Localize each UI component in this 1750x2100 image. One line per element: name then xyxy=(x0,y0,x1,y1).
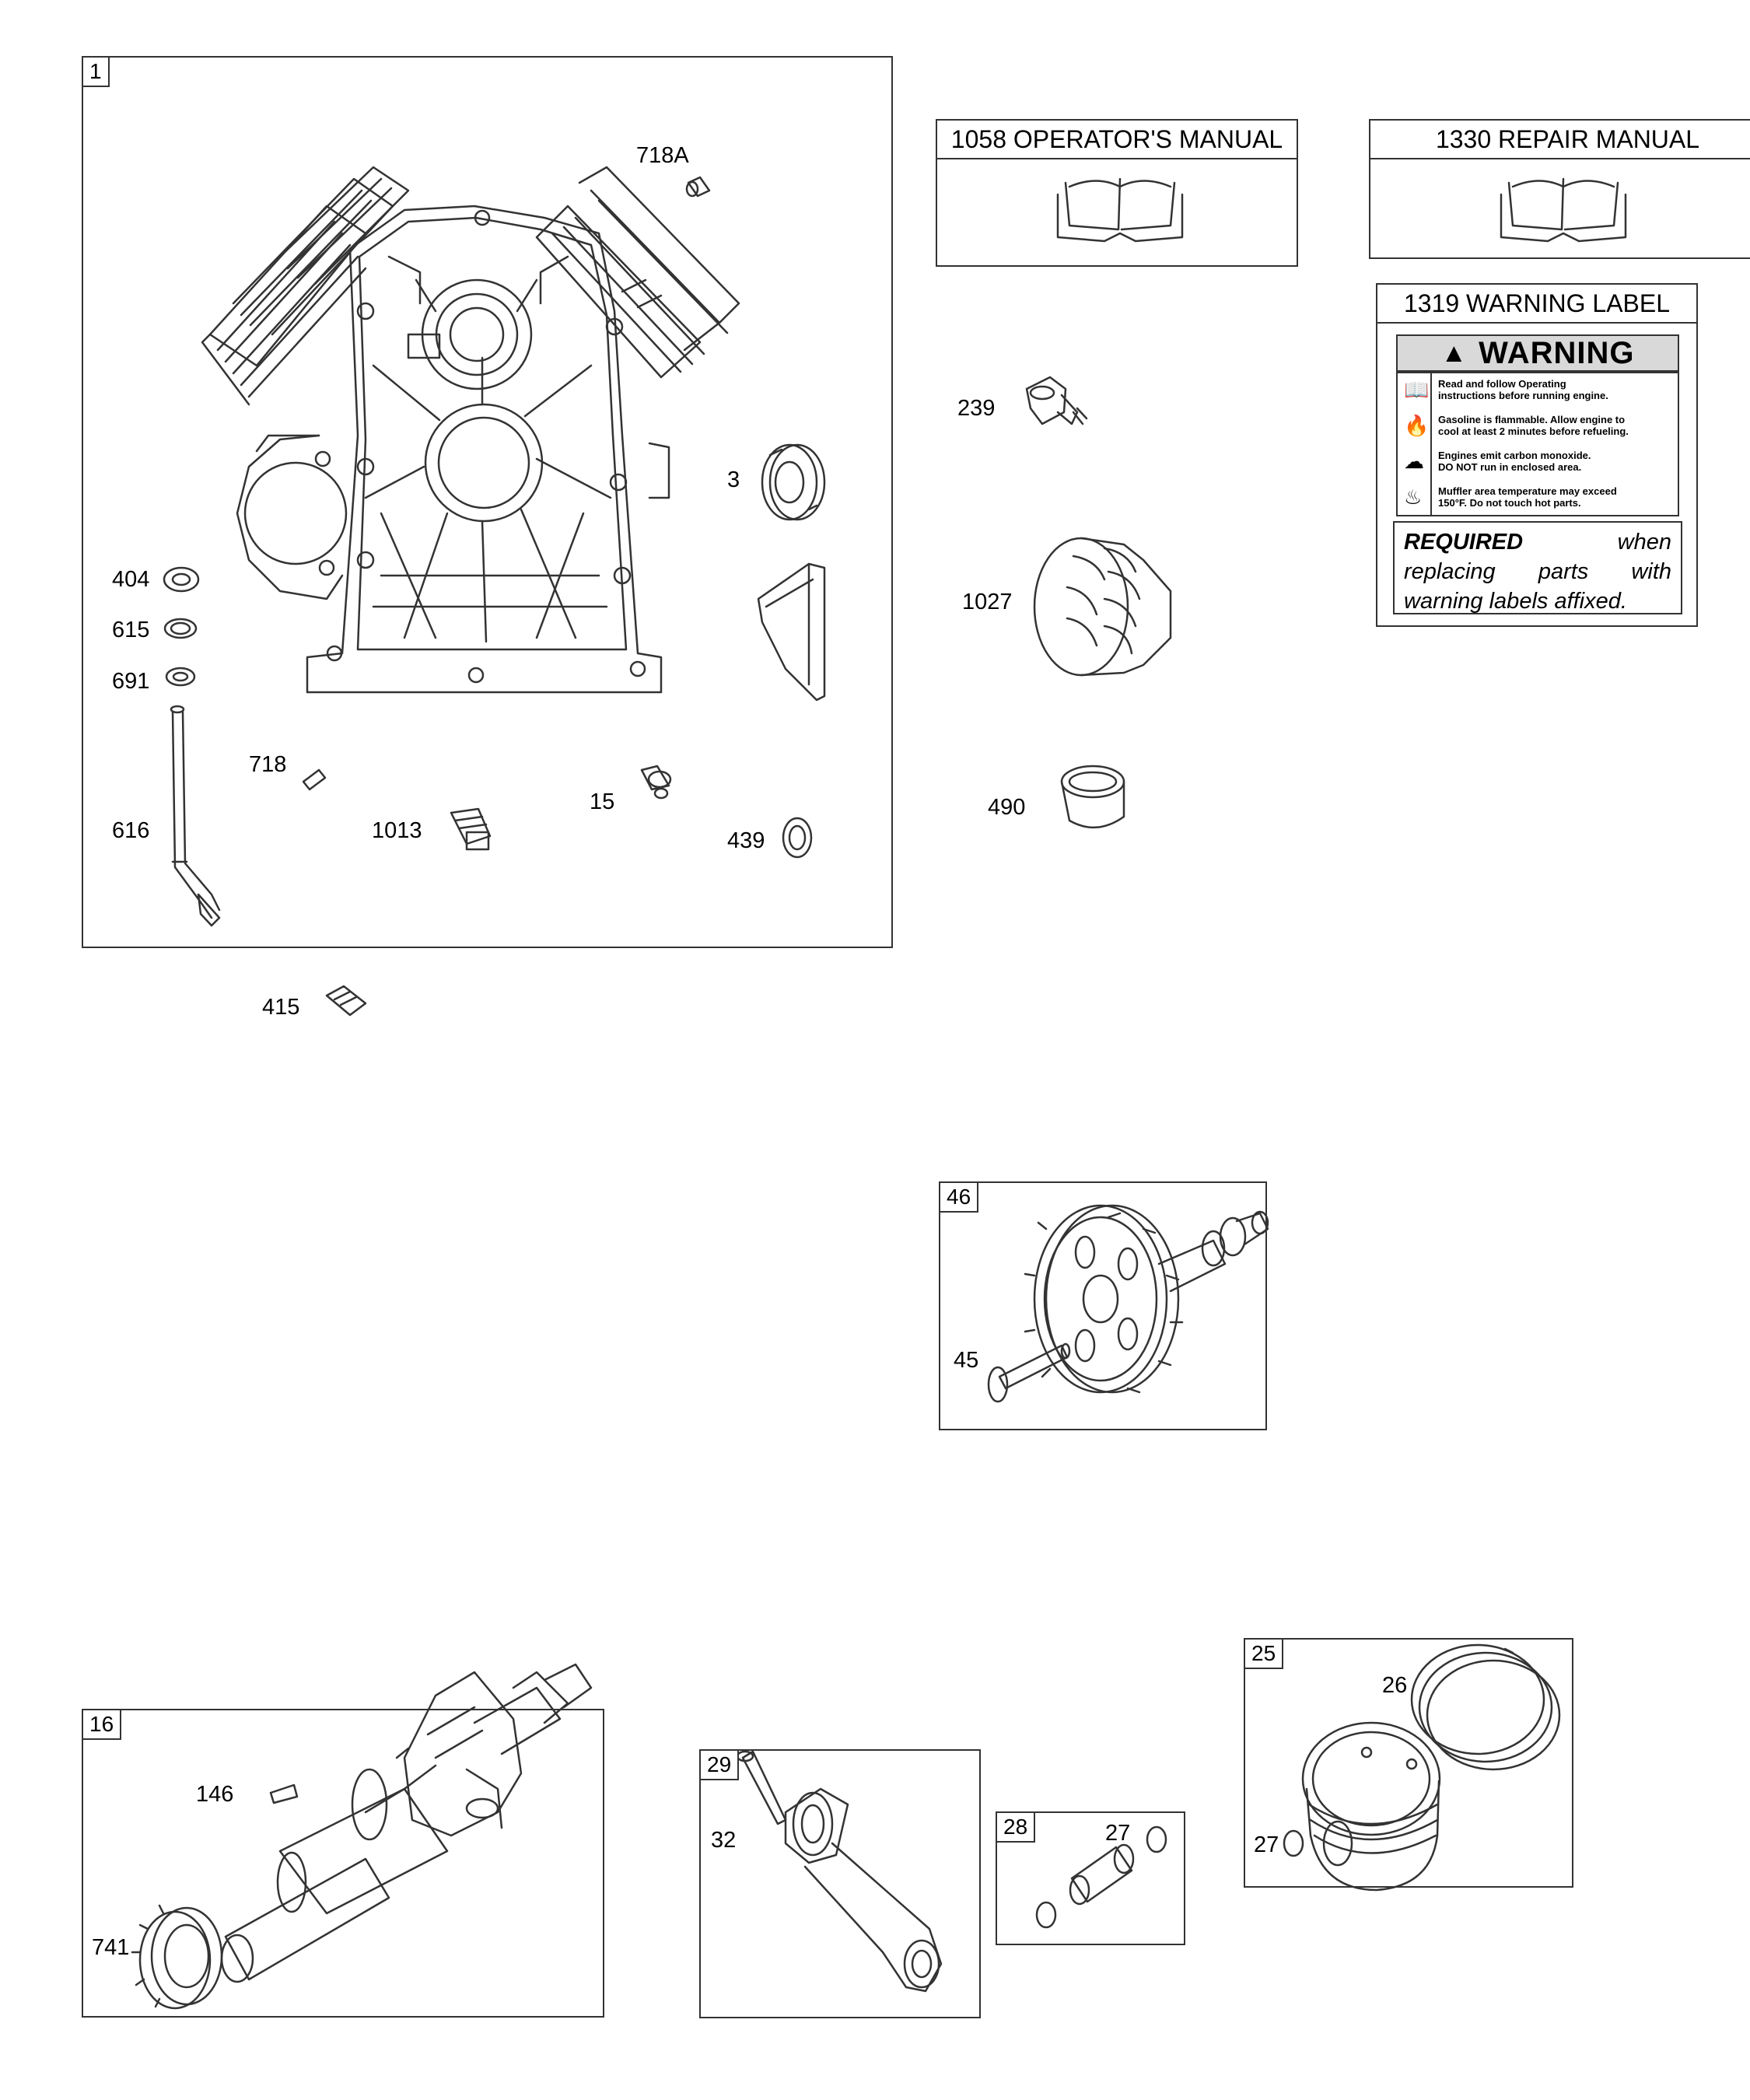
callout-1: 1 xyxy=(82,56,110,87)
part-label-490: 490 xyxy=(988,795,1026,820)
retaining-clip xyxy=(1035,1901,1057,1929)
part-label-615: 615 xyxy=(112,618,150,642)
crankshaft xyxy=(220,1663,593,1983)
connecting-rod-box: 29 xyxy=(699,1749,981,2018)
breather-fitting xyxy=(450,807,492,851)
piston-rings xyxy=(1410,1643,1561,1771)
operators-manual-box: 1058 OPERATOR'S MANUAL xyxy=(936,119,1298,267)
part-label-27-pin: 27 xyxy=(1105,1821,1131,1846)
dipstick-tube xyxy=(170,705,221,927)
warning-row-3: Engines emit carbon monoxide.DO NOT run … xyxy=(1438,450,1591,473)
callout-46: 46 xyxy=(939,1181,979,1213)
retaining-ring-615 xyxy=(163,618,198,639)
open-book-icon xyxy=(1500,177,1627,243)
manual-icon: 📖 xyxy=(1404,378,1430,401)
part-label-691: 691 xyxy=(112,669,150,694)
washer-404 xyxy=(163,566,200,593)
crankcase-outline xyxy=(306,205,663,694)
repair-manual-box: 1330 REPAIR MANUAL xyxy=(1369,119,1750,259)
piston-box: 25 xyxy=(1244,1638,1573,1888)
part-label-146: 146 xyxy=(196,1782,234,1807)
oil-seal xyxy=(761,443,826,521)
warning-banner: ▲ WARNING xyxy=(1396,334,1679,372)
part-label-26: 26 xyxy=(1382,1673,1408,1698)
part-label-32: 32 xyxy=(711,1828,737,1853)
warning-triangle-icon: ▲ xyxy=(1440,338,1468,368)
camshaft-gear xyxy=(1024,1204,1269,1394)
valve-tappet xyxy=(987,1342,1071,1403)
part-label-239: 239 xyxy=(957,396,996,421)
exhaust-icon: ☁ xyxy=(1404,450,1424,473)
callout-16: 16 xyxy=(82,1709,122,1740)
flame-icon: 🔥 xyxy=(1404,414,1430,437)
callout-29: 29 xyxy=(699,1749,740,1780)
dowel-pin-718 xyxy=(302,768,327,791)
callout-25: 25 xyxy=(1244,1638,1284,1669)
crankshaft-gear xyxy=(131,1904,223,2010)
warning-label-title: 1319 WARNING LABEL xyxy=(1376,283,1698,324)
engine-block-box: 1 xyxy=(82,56,893,948)
drain-plug xyxy=(325,985,367,1017)
hot-surface-icon: ♨ xyxy=(1404,485,1423,509)
right-cylinder-fins xyxy=(535,166,740,379)
woodruff-key xyxy=(269,1783,299,1804)
part-label-3: 3 xyxy=(727,467,740,492)
warning-icon-column xyxy=(1396,372,1432,516)
part-label-439: 439 xyxy=(727,828,765,853)
required-notice: REQUIRED when replacing parts with warni… xyxy=(1393,521,1682,614)
dowel-pin-718a xyxy=(685,176,711,198)
warning-heading: WARNING xyxy=(1479,335,1635,370)
open-book-icon xyxy=(1056,177,1184,243)
retaining-clip xyxy=(1146,1825,1167,1853)
warning-panel xyxy=(1396,372,1679,516)
oil-filter xyxy=(1033,537,1172,677)
part-label-15: 15 xyxy=(590,789,615,814)
piston xyxy=(1301,1721,1441,1892)
part-label-616: 616 xyxy=(112,818,150,843)
piston-pin-box: 28 xyxy=(996,1811,1185,1945)
part-label-45: 45 xyxy=(954,1348,979,1373)
part-label-404: 404 xyxy=(112,567,150,592)
callout-28: 28 xyxy=(996,1811,1036,1843)
crankshaft-box: 16 xyxy=(82,1709,604,2018)
warning-label-box: 1319 WARNING LABEL ▲ WARNING 📖 🔥 ☁ ♨ Rea… xyxy=(1376,283,1698,627)
operators-manual-title: 1058 OPERATOR'S MANUAL xyxy=(936,119,1298,159)
camshaft-box: 46 xyxy=(939,1181,1267,1430)
repair-manual-title: 1330 REPAIR MANUAL xyxy=(1369,119,1750,159)
part-label-1027: 1027 xyxy=(962,590,1013,614)
baffle xyxy=(757,562,826,702)
oil-pressure-switch xyxy=(1025,376,1088,425)
part-label-27-piston: 27 xyxy=(1254,1832,1279,1857)
part-label-415: 415 xyxy=(262,995,300,1020)
retaining-clip xyxy=(1283,1829,1304,1857)
piston-pin xyxy=(1069,1843,1135,1906)
washer-439 xyxy=(782,817,813,859)
part-label-718: 718 xyxy=(249,752,287,777)
part-label-1013: 1013 xyxy=(372,818,422,843)
part-label-718a: 718A xyxy=(636,143,689,168)
engine-block-illustration xyxy=(201,166,740,694)
fitting-15 xyxy=(640,765,672,800)
left-cylinder-fins xyxy=(201,166,410,406)
oil-filter-cap xyxy=(1060,765,1125,829)
connecting-rod xyxy=(784,1787,943,1993)
washer-691 xyxy=(165,667,196,687)
part-label-741: 741 xyxy=(92,1935,130,1960)
